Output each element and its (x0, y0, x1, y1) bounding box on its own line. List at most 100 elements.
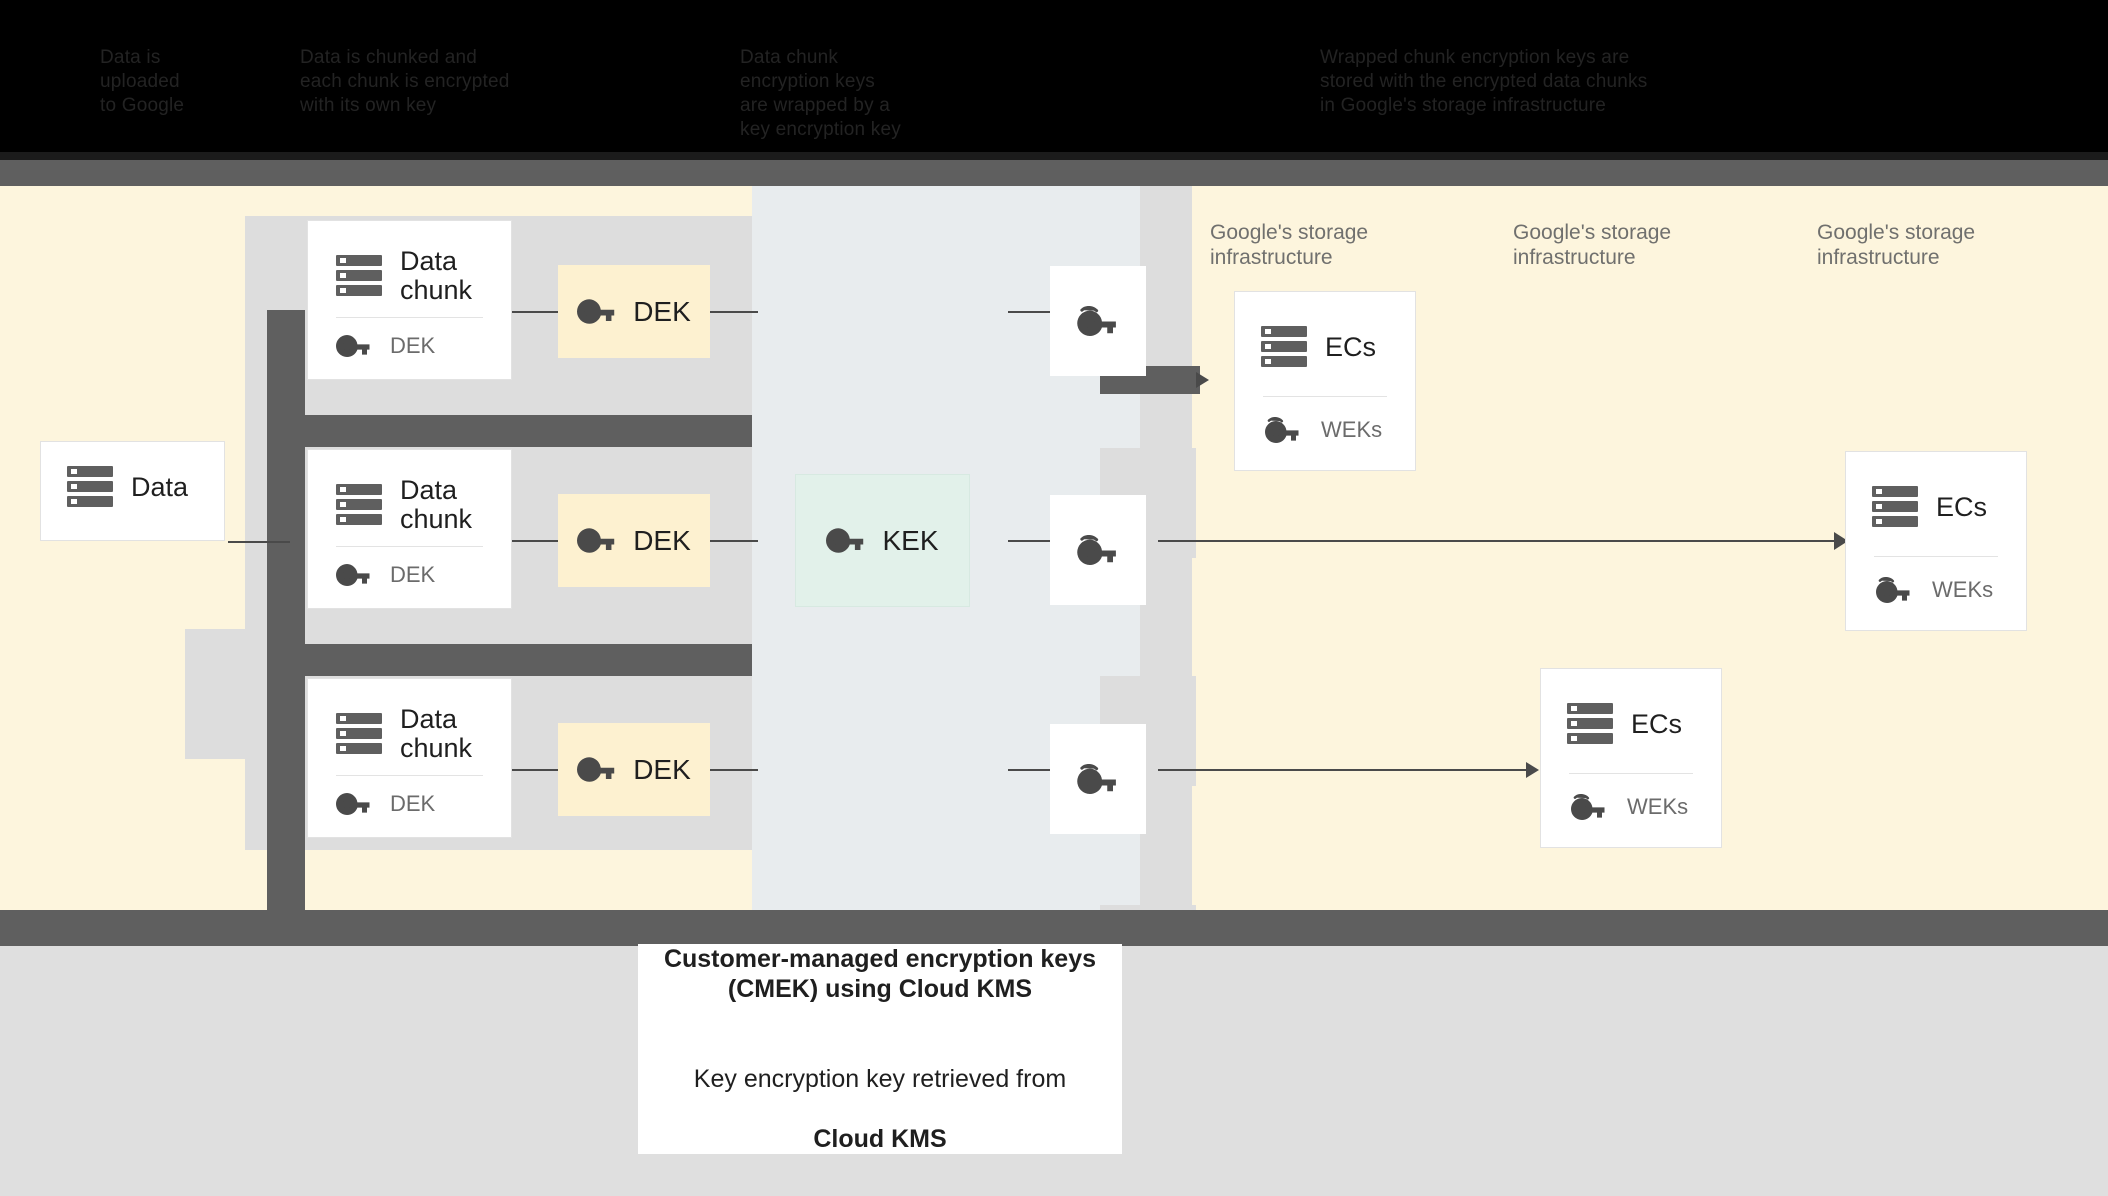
stripe-mask-bottom (245, 850, 752, 910)
card-chunk-3-sub: DEK (390, 791, 436, 816)
wire-dek2-out (710, 540, 758, 542)
header-step-1: Data is uploaded to Google (100, 47, 185, 116)
box-dek-2-label: DEK (633, 524, 691, 556)
card-chunk-2-top: Data chunk (308, 450, 511, 534)
card-ecs-2-title: ECs (1631, 708, 1683, 739)
header-divider (0, 152, 2108, 160)
card-chunk-3-title: Data chunk (400, 704, 473, 763)
card-data-source-label: Data (131, 471, 189, 502)
card-data-source-top: Data (41, 442, 224, 508)
key-icon (1077, 764, 1116, 794)
card-ecs-1-top: ECs (1235, 292, 1415, 368)
card-chunk-1-sub: DEK (390, 333, 436, 358)
card-data-chunk-3[interactable]: Data chunk DEK (307, 678, 512, 838)
tile-wrapped-key-3[interactable] (1050, 724, 1146, 834)
card-data-chunk-2[interactable]: Data chunk DEK (307, 449, 512, 609)
card-ecs-2[interactable]: ECs WEKs (1540, 668, 1722, 848)
card-ecs-3-title: ECs (1936, 491, 1988, 522)
wire-to-wrapped-1 (1008, 311, 1058, 313)
card-ecs-3-bottom: WEKs (1874, 577, 2026, 603)
wire-chunk1-to-dek1 (510, 311, 558, 313)
card-chunk-1-divider (336, 317, 483, 318)
card-ecs-2-sub: WEKs (1627, 794, 1689, 819)
box-kek[interactable]: KEK (795, 474, 970, 607)
card-chunk-2-bottom: DEK (336, 562, 511, 588)
wire-wrapped2-to-ecs-right (1158, 540, 1836, 542)
card-chunk-3-divider (336, 775, 483, 776)
key-icon (1876, 577, 1910, 603)
caption-body-line2: Cloud KMS (813, 1125, 947, 1153)
card-chunk-1-title: Data chunk (400, 246, 473, 305)
key-icon (1077, 535, 1116, 565)
card-chunk-2-divider (336, 546, 483, 547)
card-ecs-1-divider (1263, 396, 1387, 397)
box-dek-1-label: DEK (633, 295, 691, 327)
card-data-source[interactable]: Data (40, 441, 225, 541)
card-ecs-1-sub: WEKs (1321, 417, 1383, 442)
card-chunk-1-top: Data chunk (308, 221, 511, 305)
card-ecs-2-top: ECs (1541, 669, 1721, 745)
caption-body-line1: Key encryption key retrieved from (693, 1065, 1067, 1093)
wire-dek3-out (710, 769, 758, 771)
key-icon (577, 299, 615, 324)
wire-to-wrapped-3 (1008, 769, 1058, 771)
arrowhead-ecs-bottom (1526, 762, 1539, 778)
server-icon (67, 466, 113, 507)
tile-wrapped-key-1[interactable] (1050, 266, 1146, 376)
header-step-3: Data chunk encryption keys are wrapped b… (740, 47, 901, 140)
caption-title: Customer-managed encryption keys (CMEK) … (663, 945, 1097, 1003)
card-ecs-1[interactable]: ECs WEKs (1234, 291, 1416, 471)
infra-label-1: Google's storage infrastructure (1210, 221, 1369, 269)
server-icon (336, 255, 382, 296)
header-columns: Data is uploaded to Google Data is chunk… (0, 46, 2108, 140)
key-icon (577, 757, 615, 782)
infra-label-2: Google's storage infrastructure (1513, 221, 1672, 269)
key-icon (1077, 306, 1116, 336)
card-chunk-2-title: Data chunk (400, 475, 473, 534)
box-dek-1[interactable]: DEK (558, 265, 710, 358)
box-dek-3[interactable]: DEK (558, 723, 710, 816)
key-icon (1571, 794, 1605, 820)
wire-to-wrapped-2 (1008, 540, 1058, 542)
card-ecs-1-bottom: WEKs (1263, 417, 1415, 443)
box-dek-2[interactable]: DEK (558, 494, 710, 587)
wire-source-to-fanout (228, 541, 290, 543)
keytile-shadow-3 (1100, 905, 1196, 910)
box-dek-3-label: DEK (633, 753, 691, 785)
server-icon (1567, 703, 1613, 744)
card-data-chunk-1[interactable]: Data chunk DEK (307, 220, 512, 380)
bottom-dark-band (0, 910, 2108, 946)
page-header: Data is uploaded to Google Data is chunk… (0, 0, 2108, 160)
arrowhead-ecs-top (1196, 372, 1209, 388)
header-step-4: Wrapped chunk encryption keys are stored… (1320, 47, 1648, 116)
key-icon (336, 335, 370, 357)
caption-body: Key encryption key retrieved from Cloud … (694, 1034, 1066, 1154)
key-icon (1265, 417, 1299, 443)
caption-card: Customer-managed encryption keys (CMEK) … (638, 944, 1122, 1154)
card-chunk-2-sub: DEK (390, 562, 436, 587)
card-chunk-3-top: Data chunk (308, 679, 511, 763)
card-chunk-1-bottom: DEK (336, 333, 511, 359)
tile-wrapped-key-2[interactable] (1050, 495, 1146, 605)
header-step-2: Data is chunked and each chunk is encryp… (300, 47, 510, 116)
card-ecs-1-title: ECs (1325, 331, 1377, 362)
card-ecs-3-sub: WEKs (1932, 577, 1994, 602)
diagram-canvas: Data Data chunk DEK (0, 186, 2108, 910)
server-icon (1261, 326, 1307, 367)
infra-label-3: Google's storage infrastructure (1817, 221, 1976, 269)
fanout-branch-1 (267, 415, 752, 447)
card-ecs-2-bottom: WEKs (1569, 794, 1721, 820)
wire-dek1-out (710, 311, 758, 313)
key-icon (826, 528, 864, 553)
box-kek-label: KEK (882, 524, 939, 556)
wire-chunk3-to-dek3 (510, 769, 558, 771)
fanout-spine (267, 310, 305, 910)
fanout-branch-2 (267, 644, 752, 676)
card-ecs-2-divider (1569, 773, 1693, 774)
wire-chunk2-to-dek2 (510, 540, 558, 542)
card-chunk-3-bottom: DEK (336, 791, 511, 817)
server-icon (336, 484, 382, 525)
card-ecs-3[interactable]: ECs WEKs (1845, 451, 2027, 631)
key-icon (336, 793, 370, 815)
wire-wrapped3-to-ecs-bottom (1158, 769, 1528, 771)
